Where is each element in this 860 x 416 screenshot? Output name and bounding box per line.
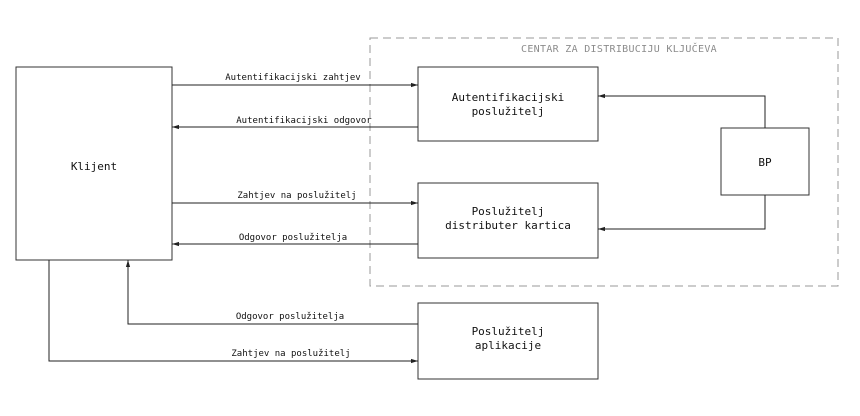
app-server-label-line2: aplikacije	[475, 339, 541, 352]
app-server-node: Poslužitelj aplikacije	[417, 302, 599, 380]
client-label: Klijent	[71, 160, 117, 173]
edge-server-request: Zahtjev na poslužitelj	[172, 191, 418, 206]
client-node: Klijent	[15, 66, 173, 261]
app-response-label: Odgovor poslužitelja	[236, 312, 344, 322]
server-response-label: Odgovor poslužitelja	[239, 233, 347, 243]
key-distribution-center-group: CENTAR ZA DISTRIBUCIJU KLJUČEVA	[369, 37, 839, 287]
edge-server-response: Odgovor poslužitelja	[172, 233, 418, 247]
database-box	[720, 127, 810, 196]
card-server-label-line2: distributer kartica	[445, 219, 571, 232]
auth-server-label-line2: poslužitelj	[472, 105, 545, 118]
edge-db-to-auth	[598, 93, 766, 128]
db-to-auth-arrow	[598, 93, 766, 128]
app-request-label: Zahtjev na poslužitelj	[231, 349, 350, 359]
edge-db-to-card	[598, 195, 766, 232]
group-border	[369, 37, 839, 287]
card-server-label-line1: Poslužitelj	[472, 205, 545, 218]
app-server-label-line1: Poslužitelj	[472, 325, 545, 338]
edge-auth-request: Autentifikacijski zahtjev	[172, 73, 418, 88]
group-title: CENTAR ZA DISTRIBUCIJU KLJUČEVA	[521, 42, 717, 55]
edge-app-response: Odgovor poslužitelja	[125, 260, 418, 325]
auth-server-label-line1: Autentifikacijski	[452, 91, 565, 104]
database-label: BP	[758, 156, 772, 169]
auth-server-node: Autentifikacijski poslužitelj	[417, 66, 599, 142]
auth-server-box	[417, 66, 599, 142]
edge-auth-response: Autentifikacijski odgovor	[172, 116, 418, 130]
app-server-box	[417, 302, 599, 380]
auth-request-label: Autentifikacijski zahtjev	[225, 73, 360, 83]
client-box	[15, 66, 173, 261]
db-to-card-arrow	[598, 195, 766, 232]
auth-response-label: Autentifikacijski odgovor	[236, 116, 372, 126]
card-server-box	[417, 182, 599, 259]
server-request-label: Zahtjev na poslužitelj	[237, 191, 356, 201]
card-server-node: Poslužitelj distributer kartica	[417, 182, 599, 259]
edge-app-request: Zahtjev na poslužitelj	[48, 260, 418, 364]
app-response-arrow	[125, 260, 418, 325]
database-node: BP	[720, 127, 810, 196]
app-request-arrow	[48, 260, 418, 364]
